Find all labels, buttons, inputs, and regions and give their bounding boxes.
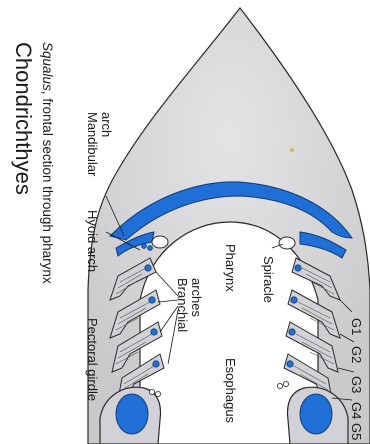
pectoral-cartilage-right [300, 394, 332, 434]
label-branchial-line1: Branchial [175, 278, 190, 332]
label-mandibular-line1: Mandibular [85, 112, 100, 177]
label-esophagus: Esophagus [223, 358, 238, 424]
subtitle-italic: Squalus [40, 42, 55, 91]
label-g4g5: G4 G5 [349, 402, 364, 440]
spiracle-opening-right [279, 237, 295, 249]
snout-mark [290, 148, 294, 152]
label-branchial-line2: arches [189, 278, 204, 318]
label-g1: G1 [349, 318, 364, 335]
label-g3: G3 [349, 376, 364, 393]
title: Chondrichthyes [11, 42, 36, 195]
label-g2: G2 [349, 346, 364, 363]
label-mandibular-line2: arch [99, 112, 114, 137]
subtitle: Squalus, frontal section through pharynx [40, 42, 55, 284]
label-pectoral-girdle: Pectoral girdle [85, 318, 100, 401]
label-pharynx: Pharynx [223, 244, 238, 292]
label-hyoid-arch: Hyoid arch [85, 210, 100, 272]
pectoral-cartilage-left [116, 394, 148, 434]
subtitle-rest: , frontal section through pharynx [40, 91, 55, 284]
spiracle-opening-left [152, 236, 168, 248]
label-spiracle: Spiracle [261, 256, 276, 303]
